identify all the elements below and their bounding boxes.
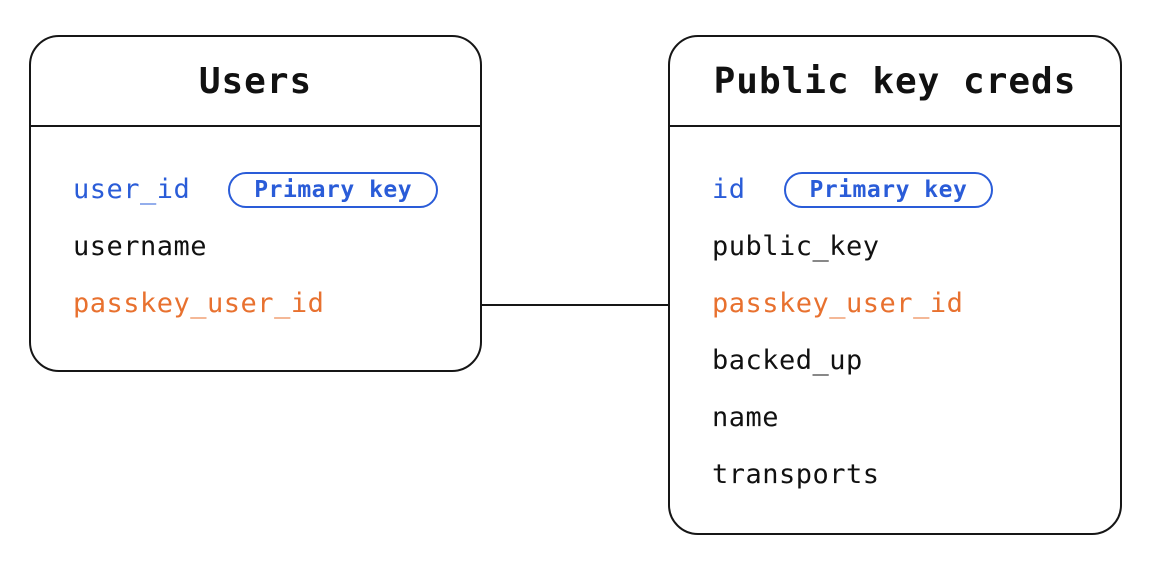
field-row: passkey_user_id [73,275,480,332]
field-name: name [712,402,780,433]
primary-key-badge: Primary key [783,171,994,208]
field-row: passkey_user_id [712,275,1120,332]
field-row: username [73,218,480,275]
field-name: transports [712,459,880,490]
field-name: user_id [73,174,191,205]
table-users: Users user_id Primary key username passk… [29,35,482,372]
relationship-line-passkey-user-id [481,304,669,306]
table-public-key-creds-header: Public key creds [670,37,1120,127]
field-name: username [73,231,208,262]
table-users-title: Users [198,60,313,102]
table-users-header: Users [31,37,480,127]
field-name: passkey_user_id [712,288,964,319]
primary-key-badge: Primary key [228,171,439,208]
field-name: backed_up [712,345,863,376]
field-row: transports [712,446,1120,503]
table-users-fields: user_id Primary key username passkey_use… [31,127,480,332]
table-public-key-creds-fields: id Primary key public_key passkey_user_i… [670,127,1120,503]
field-row: id Primary key [712,161,1120,218]
field-name: passkey_user_id [73,288,325,319]
field-row: public_key [712,218,1120,275]
field-name: id [712,174,746,205]
field-row: backed_up [712,332,1120,389]
field-name: public_key [712,231,880,262]
field-row: name [712,389,1120,446]
table-public-key-creds-title: Public key creds [713,60,1077,102]
table-public-key-creds: Public key creds id Primary key public_k… [668,35,1122,535]
field-row: user_id Primary key [73,161,480,218]
